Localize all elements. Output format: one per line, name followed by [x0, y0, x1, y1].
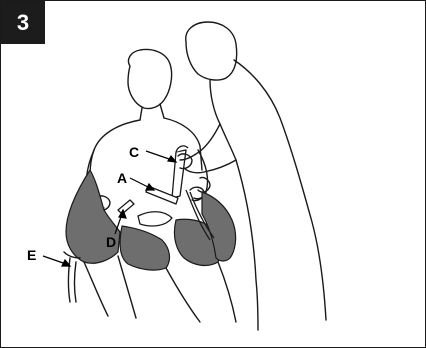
- callout-e: E: [27, 247, 36, 263]
- chair-front-leg-inner: [75, 262, 77, 302]
- leader-a: [130, 178, 150, 188]
- leader-a-arrowhead: [146, 184, 154, 190]
- leader-c: [146, 151, 172, 160]
- caregiver-skirt-front: [236, 160, 258, 330]
- strap-loop-center: [138, 212, 172, 226]
- patient-head: [128, 50, 172, 109]
- caregiver-back: [234, 60, 326, 320]
- caregiver-front: [210, 80, 236, 160]
- caregiver-head: [186, 22, 237, 80]
- left-knee: [84, 262, 108, 316]
- step-number-badge: 3: [1, 1, 45, 44]
- right-knee: [166, 268, 200, 322]
- step-number: 3: [17, 10, 29, 36]
- callout-d: D: [106, 234, 116, 250]
- right-shin: [218, 262, 236, 322]
- callout-c: C: [129, 144, 139, 160]
- strap-d: [118, 200, 134, 214]
- strap-c: [172, 150, 186, 198]
- caregiver-lower-hand: [198, 177, 210, 192]
- leader-e: [43, 256, 66, 264]
- callout-a: A: [117, 170, 127, 186]
- caregiver: [178, 22, 326, 330]
- chair: [64, 252, 80, 302]
- sling-left-leg-piece: [120, 226, 169, 270]
